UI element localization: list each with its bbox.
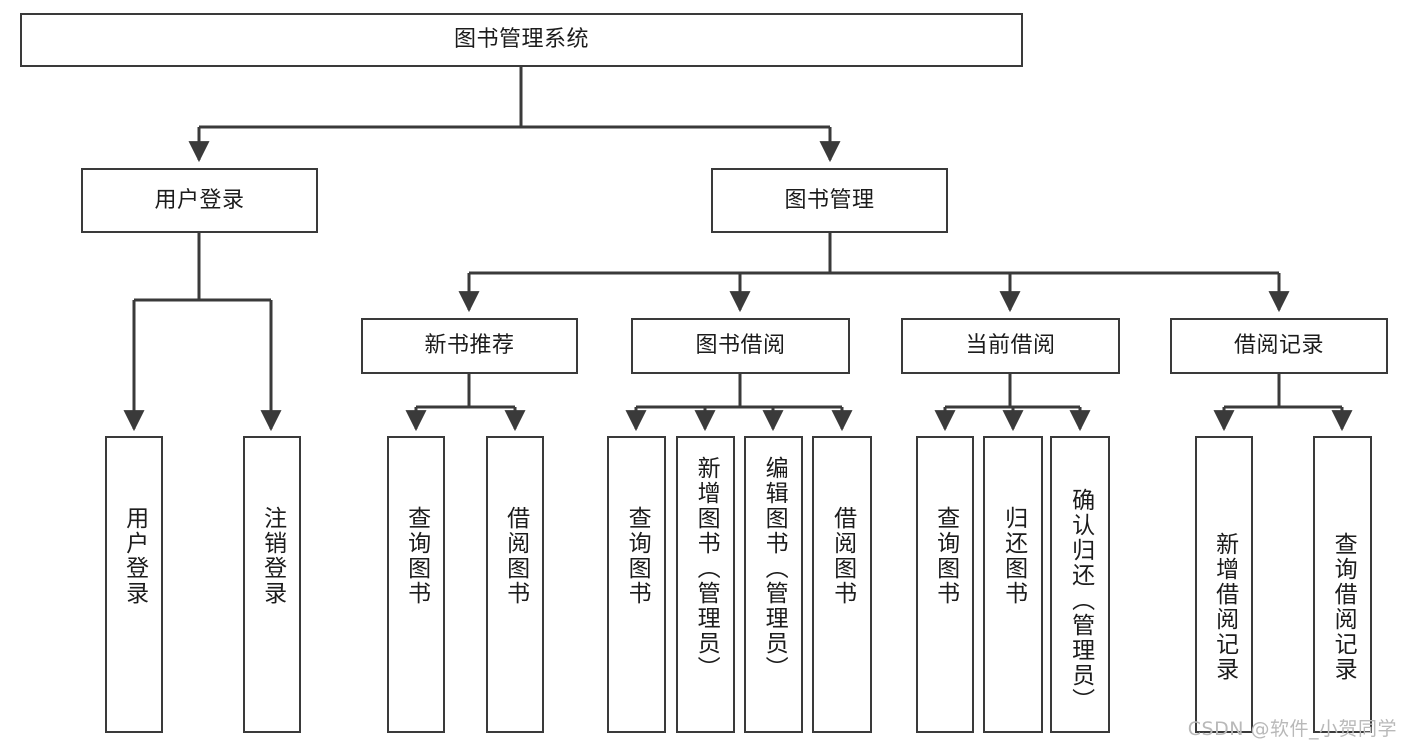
- node-leaf-return-book-label: 归还图书: [1000, 506, 1027, 606]
- node-leaf-logout[interactable]: 注销登录: [243, 436, 301, 733]
- node-leaf-query-book-2[interactable]: 查询图书: [607, 436, 666, 733]
- node-leaf-query-book-3-label: 查询图书: [932, 506, 959, 606]
- node-leaf-confirm-return[interactable]: 确认归还（管理员）: [1050, 436, 1110, 733]
- node-user-login[interactable]: 用户登录: [81, 168, 318, 233]
- node-leaf-query-book-2-label: 查询图书: [624, 506, 651, 606]
- node-leaf-query-record[interactable]: 查询借阅记录: [1313, 436, 1372, 733]
- node-leaf-add-book-label: 新增图书（管理员）: [693, 456, 720, 681]
- node-current-borrow[interactable]: 当前借阅: [901, 318, 1120, 374]
- node-book-management-label: 图书管理: [784, 187, 875, 213]
- node-borrow-records[interactable]: 借阅记录: [1170, 318, 1388, 374]
- csdn-watermark: CSDN @软件_小贺同学: [1187, 718, 1397, 740]
- node-leaf-borrow-book-1-label: 借阅图书: [502, 506, 529, 606]
- node-leaf-borrow-book-2-label: 借阅图书: [829, 506, 856, 606]
- node-current-borrow-label: 当前借阅: [965, 333, 1056, 359]
- node-leaf-edit-book[interactable]: 编辑图书（管理员）: [744, 436, 803, 733]
- node-leaf-logout-label: 注销登录: [259, 506, 286, 606]
- node-leaf-user-login[interactable]: 用户登录: [105, 436, 163, 733]
- node-book-borrow-label: 图书借阅: [695, 333, 786, 359]
- node-leaf-add-book[interactable]: 新增图书（管理员）: [676, 436, 735, 733]
- node-leaf-query-book-1[interactable]: 查询图书: [387, 436, 445, 733]
- node-new-book-recommend-label: 新书推荐: [424, 333, 515, 359]
- node-book-borrow[interactable]: 图书借阅: [631, 318, 850, 374]
- node-leaf-add-record[interactable]: 新增借阅记录: [1195, 436, 1253, 733]
- node-root-label: 图书管理系统: [453, 27, 589, 53]
- node-new-book-recommend[interactable]: 新书推荐: [361, 318, 578, 374]
- node-leaf-confirm-return-label: 确认归还（管理员）: [1067, 488, 1094, 713]
- node-leaf-user-login-label: 用户登录: [121, 506, 148, 606]
- node-leaf-borrow-book-2[interactable]: 借阅图书: [812, 436, 872, 733]
- node-leaf-query-record-label: 查询借阅记录: [1330, 532, 1357, 682]
- node-leaf-query-book-3[interactable]: 查询图书: [916, 436, 974, 733]
- node-leaf-edit-book-label: 编辑图书（管理员）: [761, 456, 788, 681]
- node-leaf-return-book[interactable]: 归还图书: [983, 436, 1043, 733]
- node-leaf-borrow-book-1[interactable]: 借阅图书: [486, 436, 544, 733]
- node-book-management[interactable]: 图书管理: [711, 168, 948, 233]
- node-root[interactable]: 图书管理系统: [20, 13, 1023, 67]
- node-leaf-add-record-label: 新增借阅记录: [1211, 532, 1238, 682]
- node-borrow-records-label: 借阅记录: [1233, 333, 1324, 359]
- node-leaf-query-book-1-label: 查询图书: [403, 506, 430, 606]
- node-user-login-label: 用户登录: [154, 187, 245, 213]
